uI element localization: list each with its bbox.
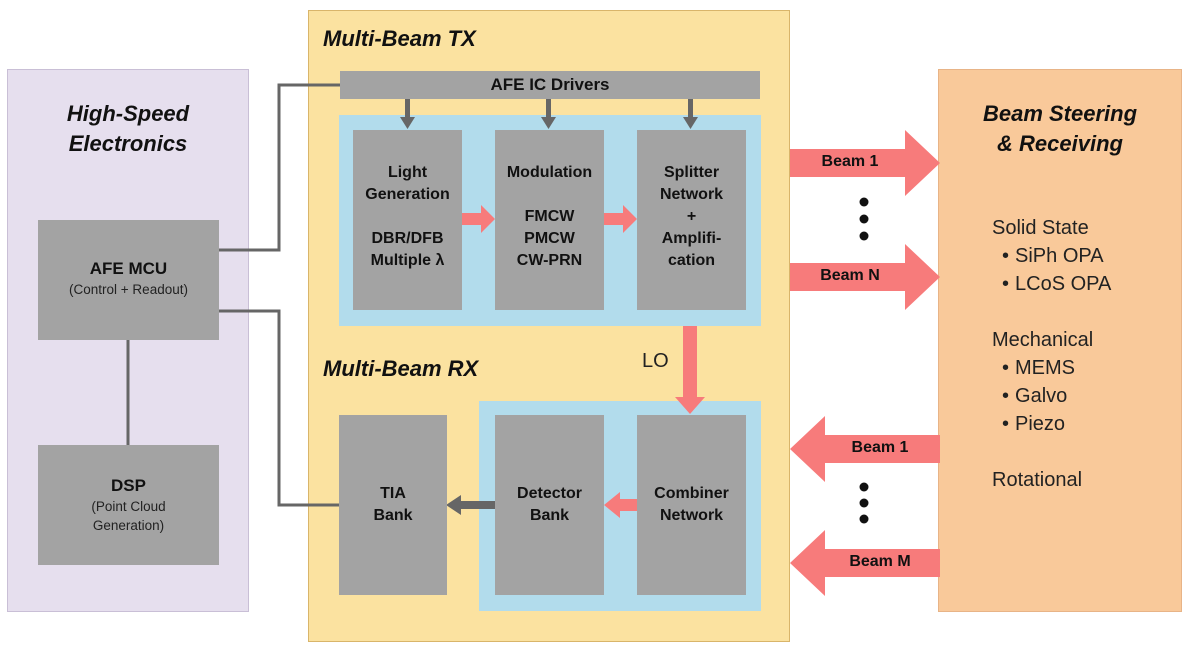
- tx-beam-ellipsis: [859, 197, 869, 241]
- beam-m-rx-label: Beam M: [849, 553, 911, 570]
- beam-steering-panel: [938, 69, 1182, 612]
- solid-state-heading: Solid State: [992, 217, 1089, 239]
- combiner-network-block: Combiner Network: [637, 415, 746, 595]
- siph-opa-item: SiPh OPA: [992, 242, 1177, 270]
- galvo-item: Galvo: [992, 382, 1177, 410]
- beam-m-rx-arrow: [790, 530, 940, 596]
- beam-1-tx-label: Beam 1: [821, 153, 879, 170]
- beam-1-tx-arrow: [790, 130, 940, 196]
- modulation-to-splitter-arrow: [604, 205, 637, 233]
- rotational-heading: Rotational: [992, 469, 1083, 491]
- electronics-title: High-Speed Electronics: [66, 101, 190, 156]
- combiner-to-detector-arrow: [604, 492, 637, 518]
- driver-arrow-splitter: [683, 99, 698, 129]
- dsp-title: DSP: [111, 476, 146, 495]
- lo-arrow: [675, 326, 705, 414]
- afe-mcu-subtitle: (Control + Readout): [69, 282, 188, 297]
- driver-arrow-modulation: [541, 99, 556, 129]
- tx-title: Multi-Beam TX: [323, 26, 476, 51]
- lcos-opa-item: LCoS OPA: [992, 270, 1177, 298]
- rx-beam-ellipsis: [859, 482, 869, 524]
- afe-mcu-title: AFE MCU: [89, 259, 168, 278]
- mcu-to-tia-line: [219, 309, 339, 507]
- dsp-subtitle: (Point Cloud Generation): [91, 499, 166, 533]
- beam-1-rx-label: Beam 1: [851, 439, 909, 456]
- mcu-to-drivers-line: [219, 83, 340, 252]
- detector-to-tia-arrow: [446, 495, 496, 515]
- beam-steering-title: Beam Steering & Receiving: [982, 101, 1138, 156]
- light-generation-block: Light Generation DBR/DFB Multiple λ: [353, 130, 462, 310]
- beam-n-tx-label: Beam N: [820, 267, 880, 284]
- rx-title: Multi-Beam RX: [323, 356, 479, 381]
- lo-label: LO: [642, 350, 669, 372]
- mems-item: MEMS: [992, 354, 1177, 382]
- afe-drivers-bar: AFE IC Drivers: [340, 71, 760, 99]
- detector-bank-block: Detector Bank: [495, 415, 604, 595]
- light-to-modulation-arrow: [462, 205, 495, 233]
- mechanical-heading: Mechanical: [992, 329, 1094, 351]
- modulation-block: Modulation FMCW PMCW CW-PRN: [495, 130, 604, 310]
- tia-bank-block: TIA Bank: [339, 415, 447, 595]
- piezo-item: Piezo: [992, 410, 1177, 438]
- beam-1-rx-arrow: [790, 416, 940, 482]
- afe-mcu-block: AFE MCU (Control + Readout): [38, 220, 219, 340]
- beam-n-tx-arrow: [790, 244, 940, 310]
- driver-arrow-light: [400, 99, 415, 129]
- steering-methods-list: Solid State SiPh OPA LCoS OPA Mechanical…: [992, 214, 1177, 494]
- dsp-block: DSP (Point Cloud Generation): [38, 445, 219, 565]
- splitter-block: Splitter Network + Amplifi- cation: [637, 130, 746, 310]
